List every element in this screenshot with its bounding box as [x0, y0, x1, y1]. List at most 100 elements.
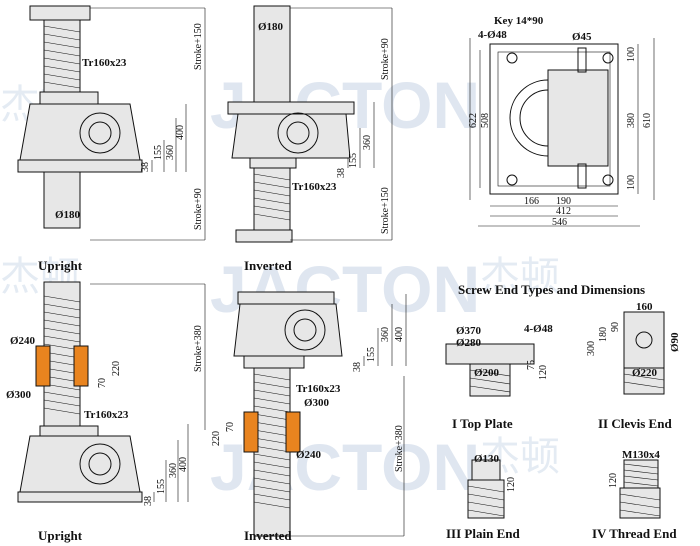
dim-90: 90 — [610, 322, 621, 332]
dim-220: 220 — [111, 361, 122, 376]
height-38: 38 — [352, 362, 363, 372]
d200-label: Ø200 — [474, 367, 500, 379]
diameter-label: Ø180 — [55, 209, 81, 221]
height-400: 400 — [175, 125, 186, 140]
dim-190: 190 — [556, 196, 571, 207]
stroke-label: Stroke+380 — [193, 325, 204, 372]
height-38: 38 — [336, 168, 347, 178]
thread-label: Tr160x23 — [296, 383, 341, 395]
base-flange — [227, 101, 355, 115]
d130-label: Ø130 — [474, 453, 500, 465]
view-plan: Key 14*90 4-Ø48 Ø45 622 508 100 380 610 … — [468, 15, 655, 228]
view-inverted-top: Ø180 Tr160x23 Stroke+90 Stroke+150 360 1… — [227, 5, 393, 273]
dim-622: 622 — [468, 113, 479, 128]
cover — [249, 157, 297, 169]
view-upright-bottom: Ø240 Ø300 70 220 Tr160x23 Stroke+380 400… — [6, 281, 206, 543]
cover — [39, 425, 99, 437]
clevis-screw — [623, 367, 665, 395]
dim-412: 412 — [556, 206, 571, 217]
stroke-label-lower: Stroke+150 — [380, 187, 391, 234]
d370-label: Ø370 — [456, 325, 482, 337]
screw-shaft — [253, 367, 291, 537]
screw-end-types: Screw End Types and Dimensions Ø370 Ø280… — [445, 282, 681, 541]
mount-hole — [506, 52, 518, 64]
dim-380: 380 — [626, 113, 637, 128]
m130-label: M130x4 — [622, 449, 660, 461]
height-360: 360 — [362, 135, 373, 150]
base-flange — [237, 291, 335, 305]
dim-120: 120 — [538, 365, 549, 380]
caption-thread: IV Thread End — [592, 526, 677, 541]
caption-upright: Upright — [38, 528, 83, 543]
gear-housing — [231, 113, 351, 159]
d280-label: Ø280 — [456, 337, 482, 349]
d90-label: Ø90 — [669, 332, 681, 352]
travelling-nut — [35, 345, 89, 387]
worm-housing — [547, 69, 609, 167]
top-plate-screw — [469, 363, 511, 397]
plan-base — [489, 43, 619, 195]
caption-clevis: II Clevis End — [598, 416, 672, 431]
dim-546: 546 — [552, 217, 567, 228]
key-label: Key 14*90 — [494, 15, 544, 27]
height-155: 155 — [153, 145, 164, 160]
cover — [243, 355, 305, 369]
height-155: 155 — [156, 479, 167, 494]
section-title: Screw End Types and Dimensions — [458, 282, 645, 297]
thread-label: Tr160x23 — [84, 409, 129, 421]
dim-220: 220 — [211, 431, 222, 446]
mount-hole — [602, 174, 614, 186]
height-38: 38 — [143, 496, 154, 506]
height-400: 400 — [178, 457, 189, 472]
travelling-nut — [243, 411, 301, 453]
caption-plain: III Plain End — [446, 526, 520, 541]
height-400: 400 — [394, 327, 405, 342]
end-plain: Ø130 120 III Plain End — [446, 453, 520, 541]
dim-100-top: 100 — [626, 47, 637, 62]
holes-label: 4-Ø48 — [478, 29, 507, 41]
d300-label: Ø300 — [304, 397, 330, 409]
thread-label: Tr160x23 — [82, 57, 127, 69]
w160-label: 160 — [636, 301, 653, 313]
holes-label: 4-Ø48 — [524, 323, 553, 335]
gear-housing — [233, 303, 343, 357]
view-upright-top: Tr160x23 Ø180 Stroke+150 Stroke+90 400 3… — [17, 5, 206, 273]
caption-top-plate: I Top Plate — [452, 416, 513, 431]
dim-100-bottom: 100 — [626, 175, 637, 190]
watermark-cjk-3: 杰顿 — [480, 254, 560, 300]
worm-flange — [79, 112, 121, 154]
height-38: 38 — [140, 162, 151, 172]
screw-shaft — [43, 19, 81, 101]
dim-300: 300 — [586, 341, 597, 356]
worm-bore — [286, 121, 310, 145]
stroke-label-lower: Stroke+90 — [193, 188, 204, 230]
view-inverted-bottom: Tr160x23 Ø300 Ø240 220 70 360 400 155 38… — [211, 291, 407, 543]
d45-label: Ø45 — [572, 31, 592, 43]
clevis-pin-hole — [635, 331, 653, 349]
dim-120: 120 — [608, 473, 619, 488]
dim-180: 180 — [598, 327, 609, 342]
stroke-label: Stroke+150 — [193, 23, 204, 70]
diameter-label: Ø180 — [258, 21, 284, 33]
height-155: 155 — [366, 347, 377, 362]
worm-flange — [79, 443, 121, 485]
height-360: 360 — [168, 463, 179, 478]
worm-bore — [88, 121, 112, 145]
top-plate — [29, 5, 91, 21]
d240-label: Ø240 — [296, 449, 322, 461]
mount-hole — [506, 174, 518, 186]
dim-120: 120 — [506, 477, 517, 492]
top-plate — [235, 229, 293, 243]
stroke-label: Stroke+380 — [394, 425, 405, 472]
end-thread: M130x4 120 IV Thread End — [592, 449, 677, 541]
dim-70: 70 — [97, 378, 108, 388]
worm-shaft-end — [577, 47, 587, 73]
base-flange — [17, 159, 143, 173]
height-360: 360 — [380, 327, 391, 342]
worm-shaft-end — [577, 163, 587, 189]
caption-inverted: Inverted — [244, 528, 292, 543]
cover — [39, 91, 99, 105]
screw-thread — [43, 25, 81, 89]
dim-70: 70 — [225, 422, 236, 432]
